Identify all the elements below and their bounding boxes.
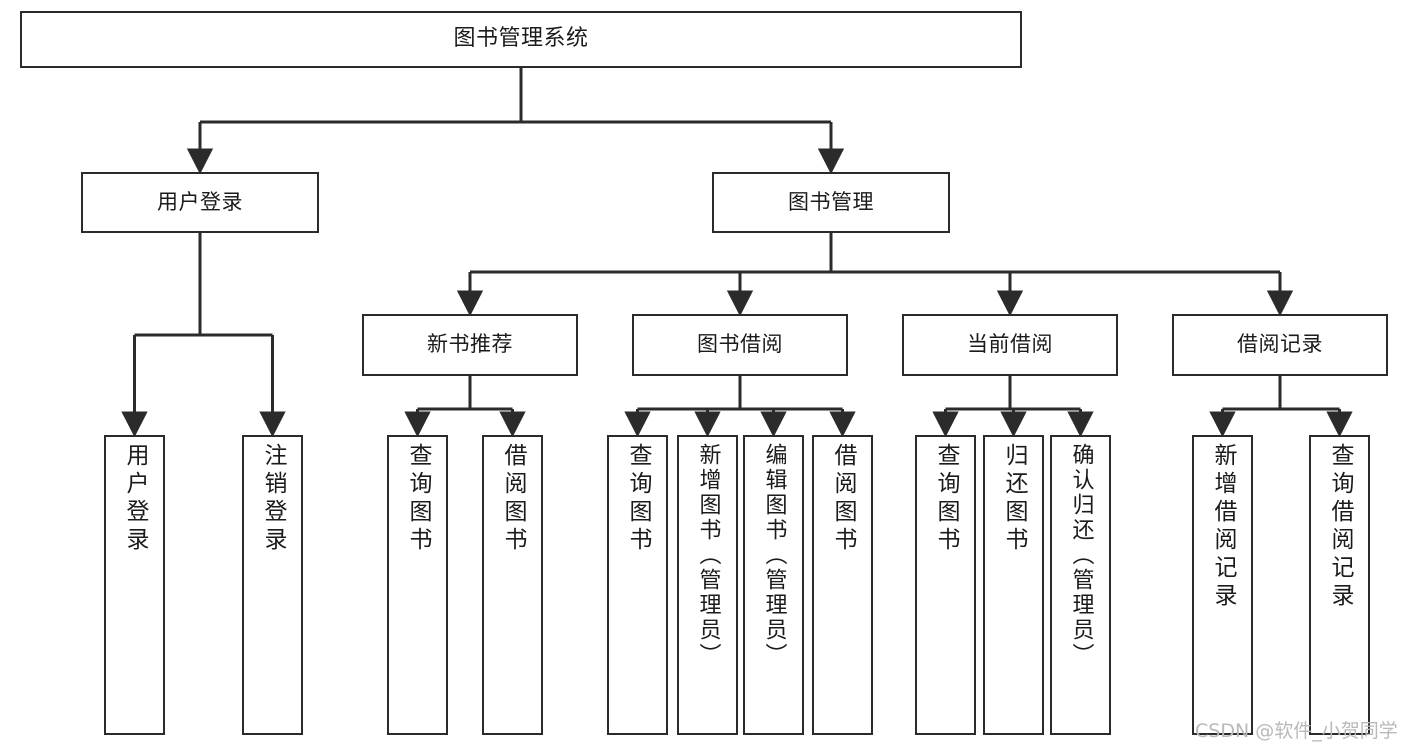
node-label: 查询借阅记录	[1327, 443, 1353, 611]
node-leaf-edit-book[interactable]: 编辑图书（管理员）	[743, 435, 804, 735]
node-label: 借阅图书	[830, 443, 856, 555]
node-label: 注销登录	[260, 443, 286, 555]
node-current-borrow[interactable]: 当前借阅	[902, 314, 1118, 376]
node-borrow-record[interactable]: 借阅记录	[1172, 314, 1388, 376]
node-label: 图书管理系统	[453, 26, 589, 52]
node-label: 借阅图书	[500, 443, 526, 555]
node-leaf-borrow-book-1[interactable]: 借阅图书	[482, 435, 543, 735]
node-leaf-confirm-return[interactable]: 确认归还（管理员）	[1050, 435, 1111, 735]
node-label: 查询图书	[625, 443, 651, 555]
node-leaf-query-book-2[interactable]: 查询图书	[607, 435, 668, 735]
node-leaf-query-book-1[interactable]: 查询图书	[387, 435, 448, 735]
node-leaf-user-logout[interactable]: 注销登录	[242, 435, 303, 735]
node-label: 用户登录	[122, 443, 148, 555]
node-root[interactable]: 图书管理系统	[20, 11, 1022, 68]
node-label: 确认归还（管理员）	[1068, 443, 1094, 668]
node-leaf-query-book-3[interactable]: 查询图书	[915, 435, 976, 735]
node-label: 查询图书	[933, 443, 959, 555]
node-user-login[interactable]: 用户登录	[81, 172, 319, 233]
node-label: 借阅记录	[1237, 332, 1323, 357]
node-leaf-add-record[interactable]: 新增借阅记录	[1192, 435, 1253, 735]
node-label: 查询图书	[405, 443, 431, 555]
node-leaf-query-record[interactable]: 查询借阅记录	[1309, 435, 1370, 735]
node-book-borrow[interactable]: 图书借阅	[632, 314, 848, 376]
node-label: 新增图书（管理员）	[695, 443, 721, 668]
node-leaf-return-book[interactable]: 归还图书	[983, 435, 1044, 735]
node-label: 图书借阅	[697, 332, 783, 357]
node-label: 新书推荐	[427, 332, 513, 357]
node-label: 用户登录	[157, 189, 243, 214]
node-label: 新增借阅记录	[1210, 443, 1236, 611]
node-leaf-add-book[interactable]: 新增图书（管理员）	[677, 435, 738, 735]
node-leaf-user-login[interactable]: 用户登录	[104, 435, 165, 735]
node-label: 编辑图书（管理员）	[761, 443, 787, 668]
node-leaf-borrow-book-2[interactable]: 借阅图书	[812, 435, 873, 735]
node-book-manage[interactable]: 图书管理	[712, 172, 950, 233]
node-new-book-rec[interactable]: 新书推荐	[362, 314, 578, 376]
node-label: 图书管理	[788, 189, 874, 214]
node-label: 归还图书	[1001, 443, 1027, 555]
csdn-watermark: CSDN @软件_小贺同学	[1195, 720, 1398, 742]
node-label: 当前借阅	[967, 332, 1053, 357]
